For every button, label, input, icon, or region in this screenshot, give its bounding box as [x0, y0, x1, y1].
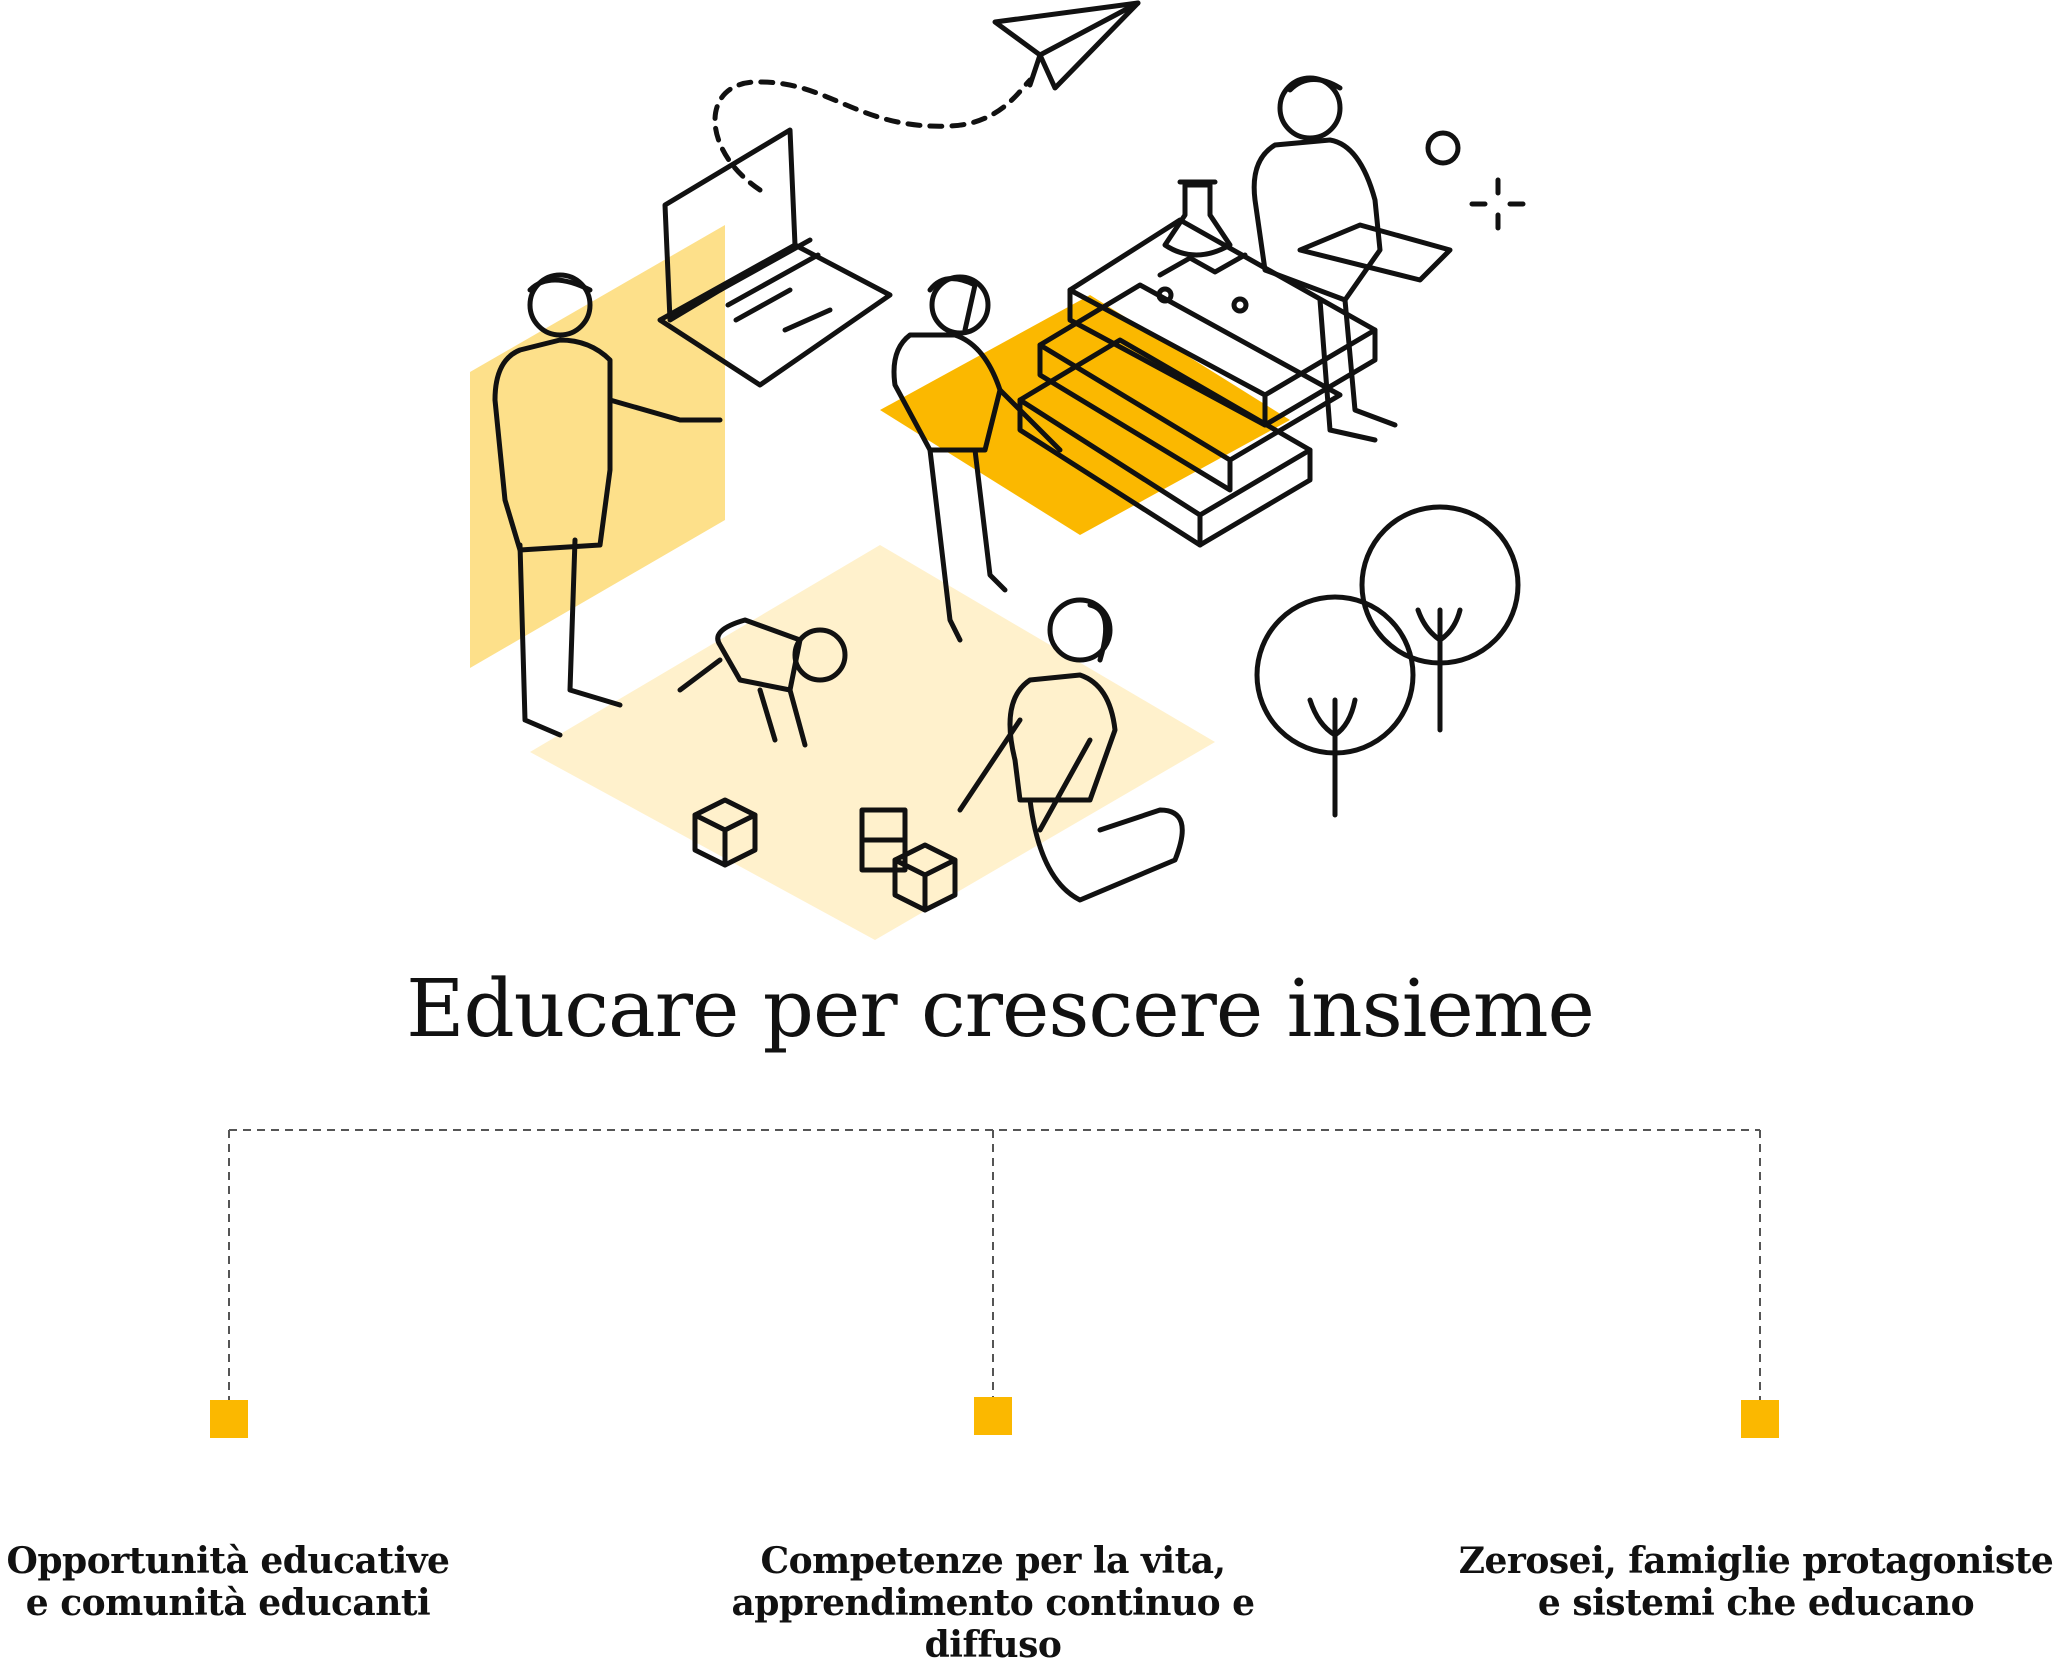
branch-label-center: Competenze per la vita, apprendimento co…: [683, 1540, 1303, 1666]
trees-icon: [1254, 504, 1521, 818]
floor-shape: [530, 545, 1215, 940]
branch-label-line2: apprendimento continuo e diffuso: [731, 1582, 1255, 1666]
person-with-laptop: [1251, 75, 1453, 443]
paper-plane-icon: [992, 0, 1141, 91]
branch-marker-left: [210, 1400, 248, 1438]
branch-marker-center: [974, 1397, 1012, 1435]
toy-blocks-icon: [692, 797, 958, 913]
flask-icon: [1162, 179, 1233, 258]
flight-path: [712, 77, 1033, 193]
branch-label-line1: Zerosei, famiglie protagoniste: [1458, 1540, 2054, 1582]
person-kneeling: [957, 597, 1185, 903]
books-stack-icon: [1017, 217, 1378, 548]
branch-label-line2: e comunità educanti: [25, 1582, 431, 1624]
circle-icon: [1425, 130, 1461, 166]
branch-label-line1: Competenze per la vita,: [760, 1540, 1226, 1582]
branch-label-left: Opportunità educative e comunità educant…: [0, 1540, 538, 1624]
person-walking: [891, 274, 1063, 643]
page-title: Educare per crescere insieme: [406, 962, 1595, 1055]
branch-label-line2: e sistemi che educano: [1537, 1582, 1975, 1624]
connector-lines: [228, 1129, 1761, 1400]
branch-label-line1: Opportunità educative: [6, 1540, 450, 1582]
person-standing: [492, 272, 723, 738]
hero-illustration: [470, 0, 1526, 940]
wall-shape: [470, 225, 725, 668]
sparkle-icon: [1469, 177, 1526, 231]
person-baby: [677, 617, 848, 748]
laptop-icon: [657, 127, 893, 388]
branch-marker-right: [1741, 1400, 1779, 1438]
branch-label-right: Zerosei, famiglie protagoniste e sistemi…: [1446, 1540, 2066, 1624]
